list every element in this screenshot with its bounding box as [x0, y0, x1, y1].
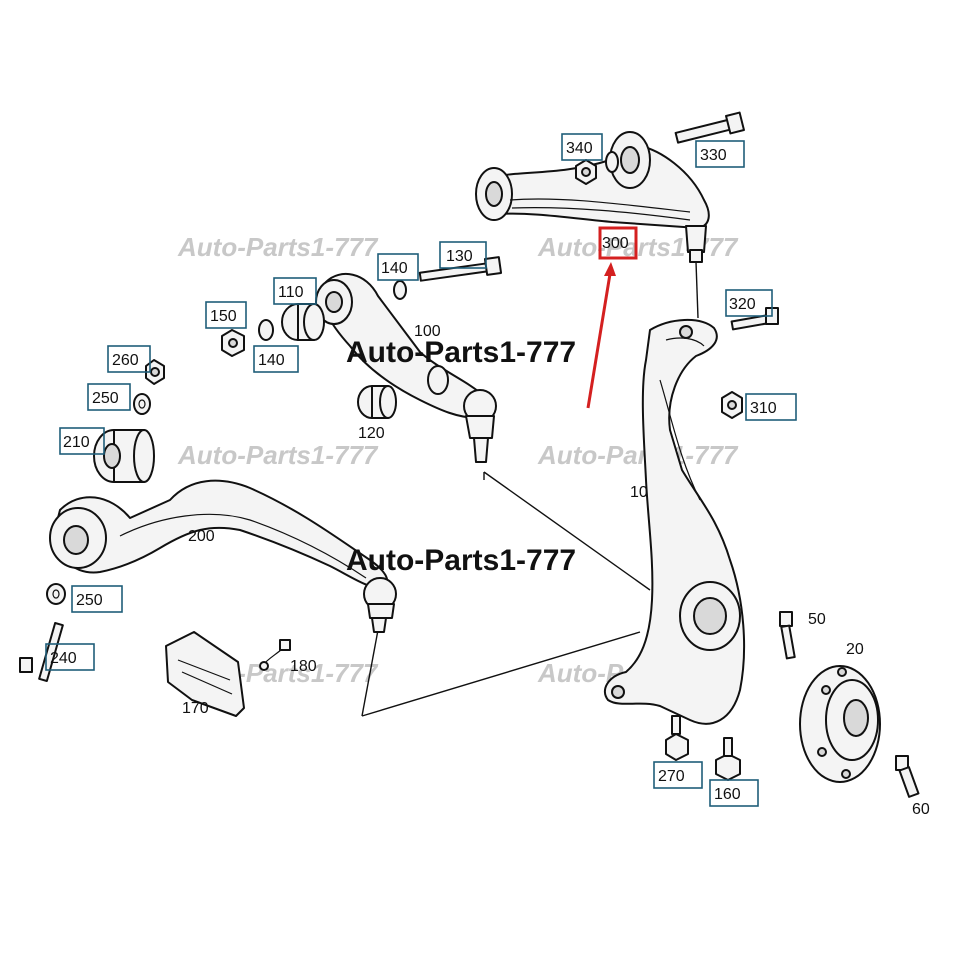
part-label-250-lower: 250 [76, 592, 103, 609]
lower-control-arm-100 [315, 273, 497, 463]
label-box [71, 585, 123, 613]
washer-250-bottom [46, 583, 66, 605]
label-box [87, 383, 131, 411]
part-label-320: 320 [729, 296, 756, 313]
part-label-120: 120 [358, 425, 385, 442]
part-label-200: 200 [188, 528, 215, 545]
part-labels: 340 330 300 140 130 110 100 150 140 260 … [45, 133, 930, 818]
label-box [107, 345, 151, 373]
part-label-130: 130 [446, 248, 473, 265]
nut-160 [715, 737, 741, 781]
part-label-180: 180 [290, 658, 317, 675]
steering-knuckle-10 [603, 318, 746, 725]
tension-strut-200 [49, 479, 397, 633]
part-label-140-upper: 140 [381, 260, 408, 277]
nut-270 [665, 715, 689, 761]
bolt-240 [19, 622, 64, 682]
nut-150 [221, 319, 274, 357]
nut-310 [721, 391, 743, 419]
part-label-240: 240 [50, 650, 77, 667]
part-label-170: 170 [182, 700, 209, 717]
part-label-340: 340 [566, 140, 593, 157]
bolt-330 [674, 111, 745, 144]
part-label-210: 210 [63, 434, 90, 451]
part-label-150: 150 [210, 308, 237, 325]
watermark-text: Auto-Parts1-777 [537, 440, 739, 470]
bolt-60 [895, 755, 920, 798]
label-box [205, 301, 247, 329]
part-label-140-lower: 140 [258, 352, 285, 369]
part-label-330: 330 [700, 147, 727, 164]
part-label-250-upper: 250 [92, 390, 119, 407]
watermarks-bold: Auto-Parts1-777 Auto-Parts1-777 [346, 336, 576, 577]
wheel-hub-20 [799, 665, 881, 783]
highlight-box-300 [598, 226, 638, 260]
bracket-170 [165, 631, 245, 717]
label-box [745, 393, 797, 421]
part-label-20: 20 [846, 641, 864, 658]
label-box [725, 289, 773, 317]
part-label-60: 60 [912, 801, 930, 818]
label-box [709, 779, 759, 807]
bushing-110 [281, 303, 325, 341]
bushing-210 [93, 429, 155, 483]
part-label-300: 300 [602, 235, 629, 252]
part-label-160: 160 [714, 786, 741, 803]
watermark-text: Auto-Parts1-777 [346, 544, 576, 577]
part-label-50: 50 [808, 611, 826, 628]
watermark-text: Auto-Parts1-777 [537, 232, 739, 262]
part-label-260: 260 [112, 352, 139, 369]
label-box [653, 761, 703, 789]
label-box [695, 140, 745, 168]
part-label-10: 10 [630, 484, 648, 501]
label-box [45, 643, 95, 671]
label-box [253, 345, 299, 373]
part-label-110: 110 [278, 284, 304, 301]
highlight-arrow [586, 262, 616, 409]
watermark-text: Auto-Parts1-777 [346, 336, 576, 369]
label-box [273, 277, 317, 305]
washer-250-top [133, 393, 151, 415]
sensor-180 [259, 639, 291, 671]
bushing-120 [357, 385, 397, 419]
leader-lines [361, 261, 699, 717]
part-label-310: 310 [750, 400, 777, 417]
label-box [59, 427, 105, 455]
bolt-50 [779, 611, 796, 660]
label-box [439, 241, 487, 269]
label-box [561, 133, 603, 161]
part-label-270: 270 [658, 768, 685, 785]
part-label-100: 100 [414, 323, 441, 340]
watermark-text: Auto-Parts1-777 [177, 440, 379, 470]
label-box [377, 253, 419, 281]
watermark-text: Auto-Parts1-777 [177, 232, 379, 262]
